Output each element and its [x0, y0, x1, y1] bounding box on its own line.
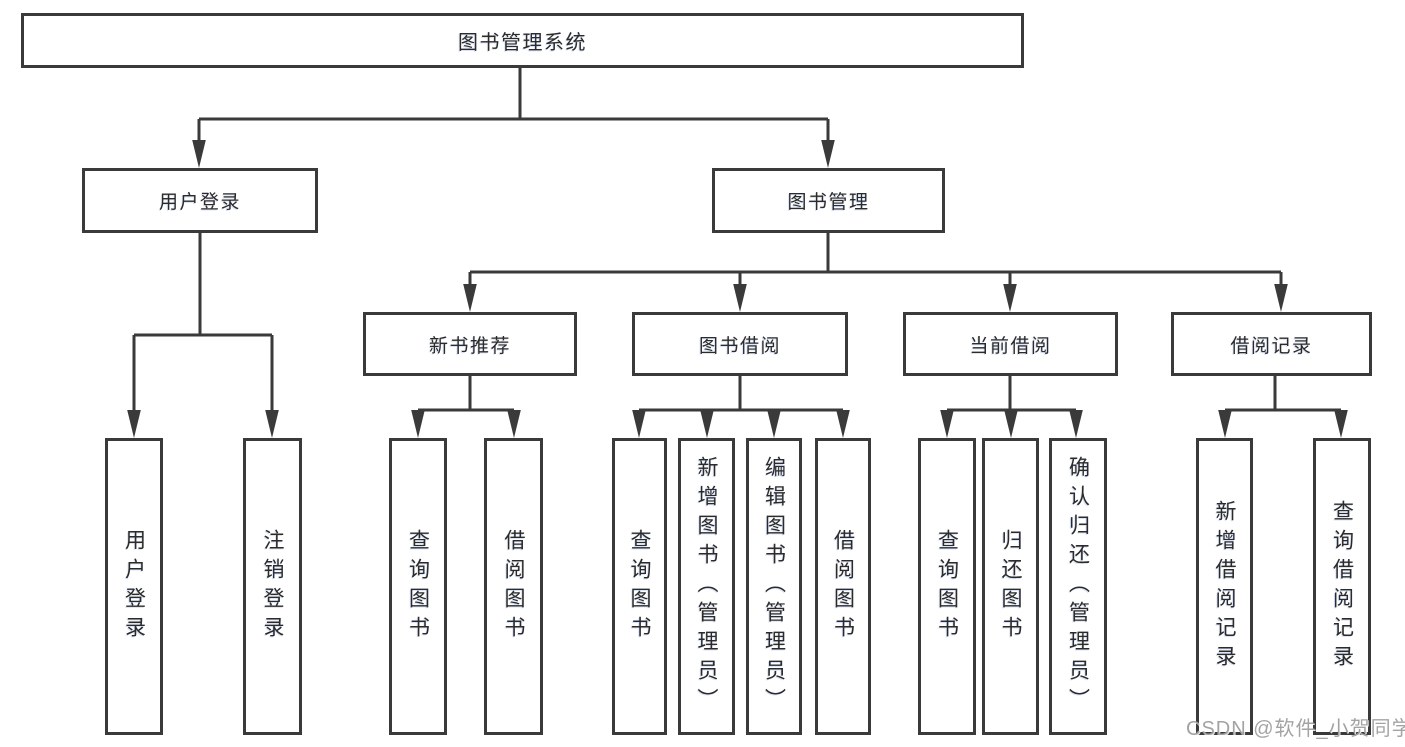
node-book-management: 图书管理	[712, 168, 945, 233]
arrowhead	[127, 410, 141, 438]
leaf-user-login: 用户登录	[105, 438, 163, 735]
node-label: 用户登录	[158, 192, 241, 213]
leaf-label: 借阅图书	[831, 528, 855, 645]
leaf-label: 编辑图书（管理员）	[762, 456, 786, 717]
connector-root-to-level2	[197, 68, 830, 144]
connector-book-mgmt-children	[468, 233, 1283, 288]
arrowhead	[265, 410, 279, 438]
csdn-watermark: CSDN @软件_小贺同学	[1186, 718, 1405, 740]
leaf-label: 查询图书	[406, 528, 430, 645]
node-user-login: 用户登录	[82, 168, 318, 233]
arrowhead	[940, 410, 954, 438]
arrowhead	[507, 410, 521, 438]
arrowhead	[1069, 410, 1083, 438]
node-label: 图书管理	[787, 192, 870, 213]
leaf-edit-books-admin: 编辑图书（管理员）	[746, 438, 802, 735]
leaf-label: 确认归还（管理员）	[1066, 456, 1090, 717]
arrowhead	[192, 140, 206, 168]
leaf-add-books-admin: 新增图书（管理员）	[678, 438, 735, 735]
leaf-label: 注销登录	[261, 528, 284, 645]
leaf-logout: 注销登录	[243, 438, 302, 735]
arrowhead	[767, 410, 781, 438]
node-label: 图书管理系统	[458, 32, 587, 54]
arrowhead	[821, 140, 835, 168]
arrowhead	[836, 410, 850, 438]
leaf-label: 归还图书	[999, 528, 1022, 645]
connector-current-borrow-children	[945, 376, 1078, 412]
arrowhead	[411, 410, 425, 438]
arrowhead	[700, 410, 714, 438]
node-label: 借阅记录	[1230, 335, 1313, 357]
leaf-return-books: 归还图书	[982, 438, 1039, 735]
node-book-borrow: 图书借阅	[632, 312, 848, 376]
leaf-label: 借阅图书	[502, 528, 525, 645]
leaf-label: 查询图书	[935, 528, 959, 645]
connector-book-borrow-children	[637, 376, 845, 412]
arrowhead	[1004, 410, 1018, 438]
leaf-borrow-books-recommend: 借阅图书	[484, 438, 543, 735]
leaf-label: 新增借阅记录	[1213, 499, 1236, 674]
leaf-label: 查询借阅记录	[1330, 499, 1354, 674]
node-borrow-records: 借阅记录	[1171, 312, 1372, 376]
leaf-query-books-borrow: 查询图书	[612, 438, 667, 735]
leaf-label: 用户登录	[122, 528, 146, 645]
node-current-borrow: 当前借阅	[903, 312, 1118, 376]
arrowhead	[1274, 284, 1288, 312]
leaf-label: 新增图书（管理员）	[695, 456, 718, 717]
arrowhead	[1218, 410, 1232, 438]
leaf-query-books-current: 查询图书	[918, 438, 976, 735]
arrowhead	[1334, 410, 1348, 438]
connector-borrow-records-children	[1223, 376, 1343, 412]
arrowhead	[1003, 284, 1017, 312]
leaf-borrow-books: 借阅图书	[815, 438, 871, 735]
arrowhead	[632, 410, 646, 438]
leaf-label: 查询图书	[628, 528, 651, 645]
arrowhead	[463, 284, 477, 312]
leaf-confirm-return-admin: 确认归还（管理员）	[1049, 438, 1107, 735]
arrowhead	[733, 284, 747, 312]
node-label: 当前借阅	[969, 335, 1052, 357]
connector-new-book-children	[416, 376, 516, 412]
leaf-query-borrow-record: 查询借阅记录	[1313, 438, 1371, 735]
node-root-library-system: 图书管理系统	[21, 13, 1024, 68]
leaf-add-borrow-record: 新增借阅记录	[1196, 438, 1253, 735]
node-label: 新书推荐	[428, 335, 511, 357]
connector-user-login-children	[132, 233, 274, 414]
node-label: 图书借阅	[698, 335, 781, 357]
node-new-book-recommend: 新书推荐	[363, 312, 577, 376]
leaf-query-books-recommend: 查询图书	[389, 438, 447, 735]
